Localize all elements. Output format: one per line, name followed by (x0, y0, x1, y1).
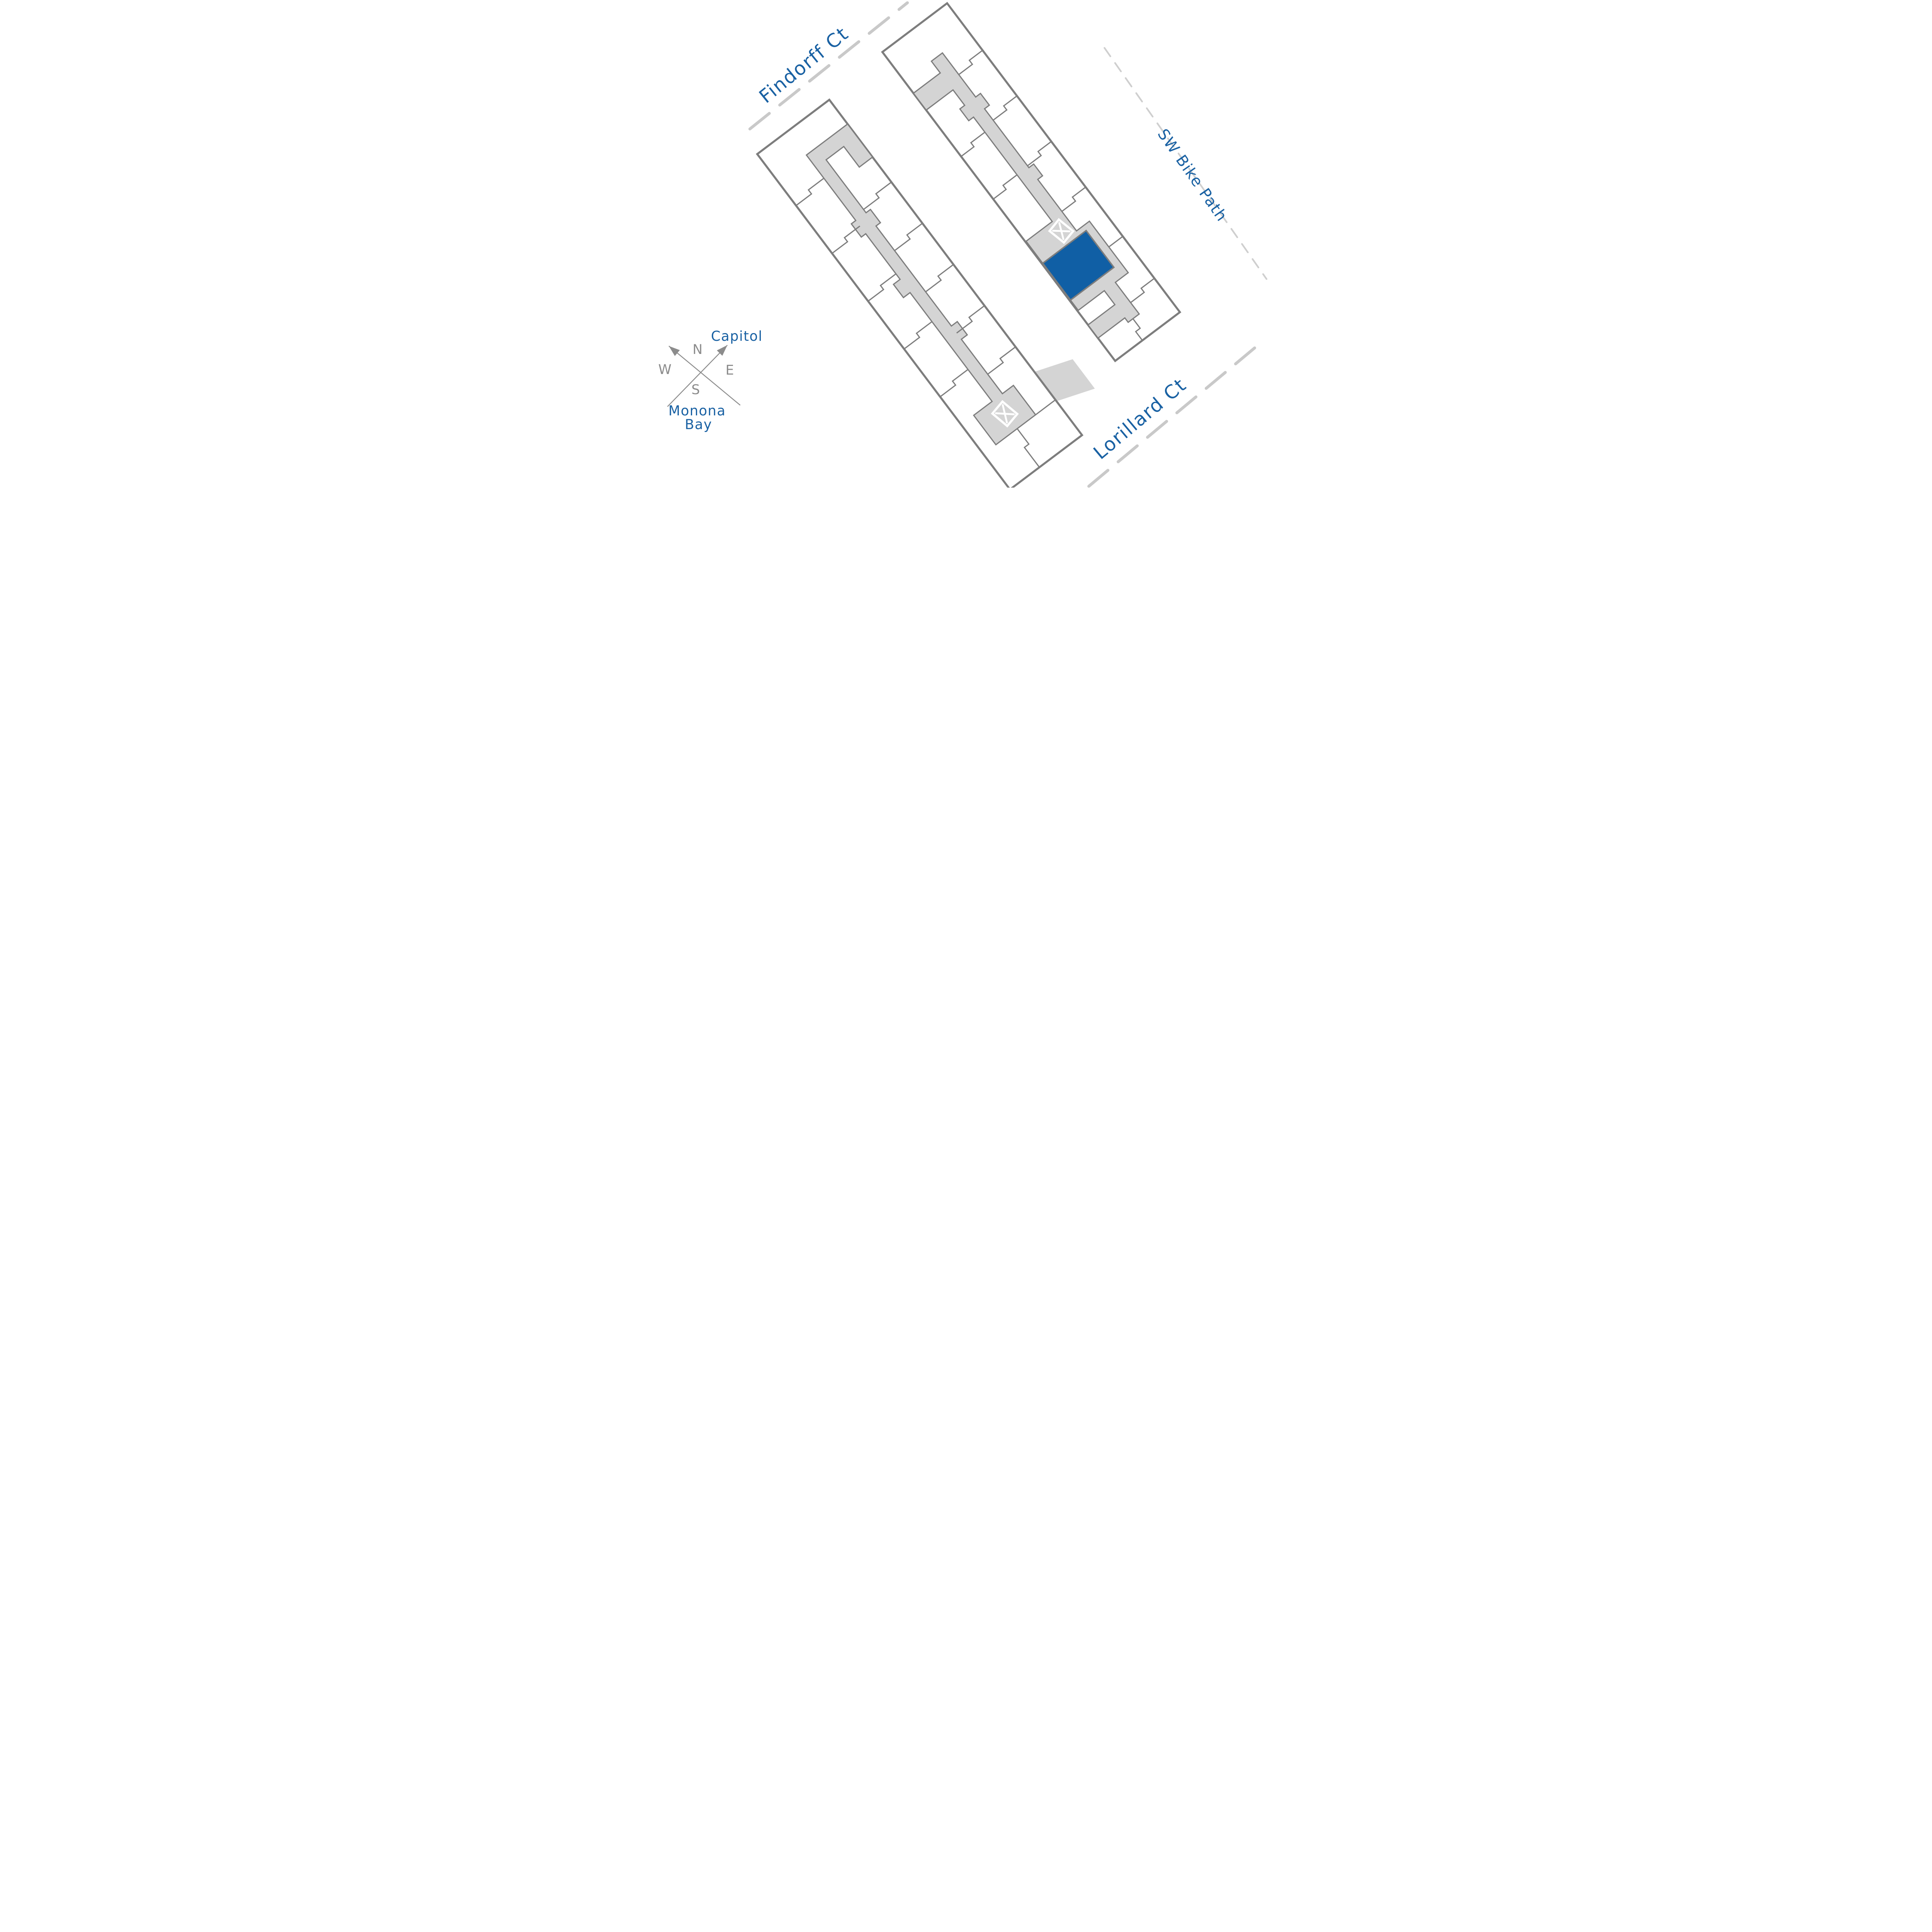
street-dash-lorillard (1087, 341, 1263, 488)
compass-arrowhead-nw (668, 346, 680, 356)
highlighted-unit[interactable] (1041, 230, 1115, 301)
street-label-findorff: Findorff Ct (755, 22, 853, 107)
landmark-capitol: Capitol (711, 328, 763, 344)
west-corridor (805, 123, 1037, 446)
compass-arrowhead-ne (717, 345, 728, 356)
west-unit-dividers-ne (863, 182, 1056, 415)
compass-n: N (692, 342, 702, 357)
compass-w: W (658, 362, 672, 378)
street-dash-findorff (748, 1, 909, 131)
street-label-lorillard: Lorillard Ct (1089, 374, 1190, 464)
x-stair-icon (1048, 218, 1075, 244)
east-unit-dividers-sw (961, 131, 1143, 341)
compass: N W E S (658, 342, 741, 407)
compass-e: E (726, 362, 734, 378)
compass-s: S (691, 382, 700, 398)
building-west (756, 98, 1095, 488)
building-east (881, 2, 1182, 362)
x-stair-icon (991, 400, 1019, 428)
west-unit-dividers-sw (796, 178, 1040, 468)
landmark-monona-bay-line2: Bay (685, 417, 712, 433)
compass-arrow-nw (668, 345, 741, 406)
compass-arrow-ne (667, 345, 728, 407)
street-dash-sw-bike-path (1104, 47, 1267, 280)
site-map: Findorff Ct SW Bike Path Lorillard Ct (657, 0, 1275, 488)
site-map-page: Findorff Ct SW Bike Path Lorillard Ct (657, 0, 1275, 488)
east-unit-dividers-ne (958, 49, 1155, 303)
landmark-monona-bay-line1: Monona (668, 403, 726, 419)
street-lorillard: Lorillard Ct (1087, 341, 1263, 488)
street-label-sw-bike-path: SW Bike Path (1154, 126, 1230, 225)
